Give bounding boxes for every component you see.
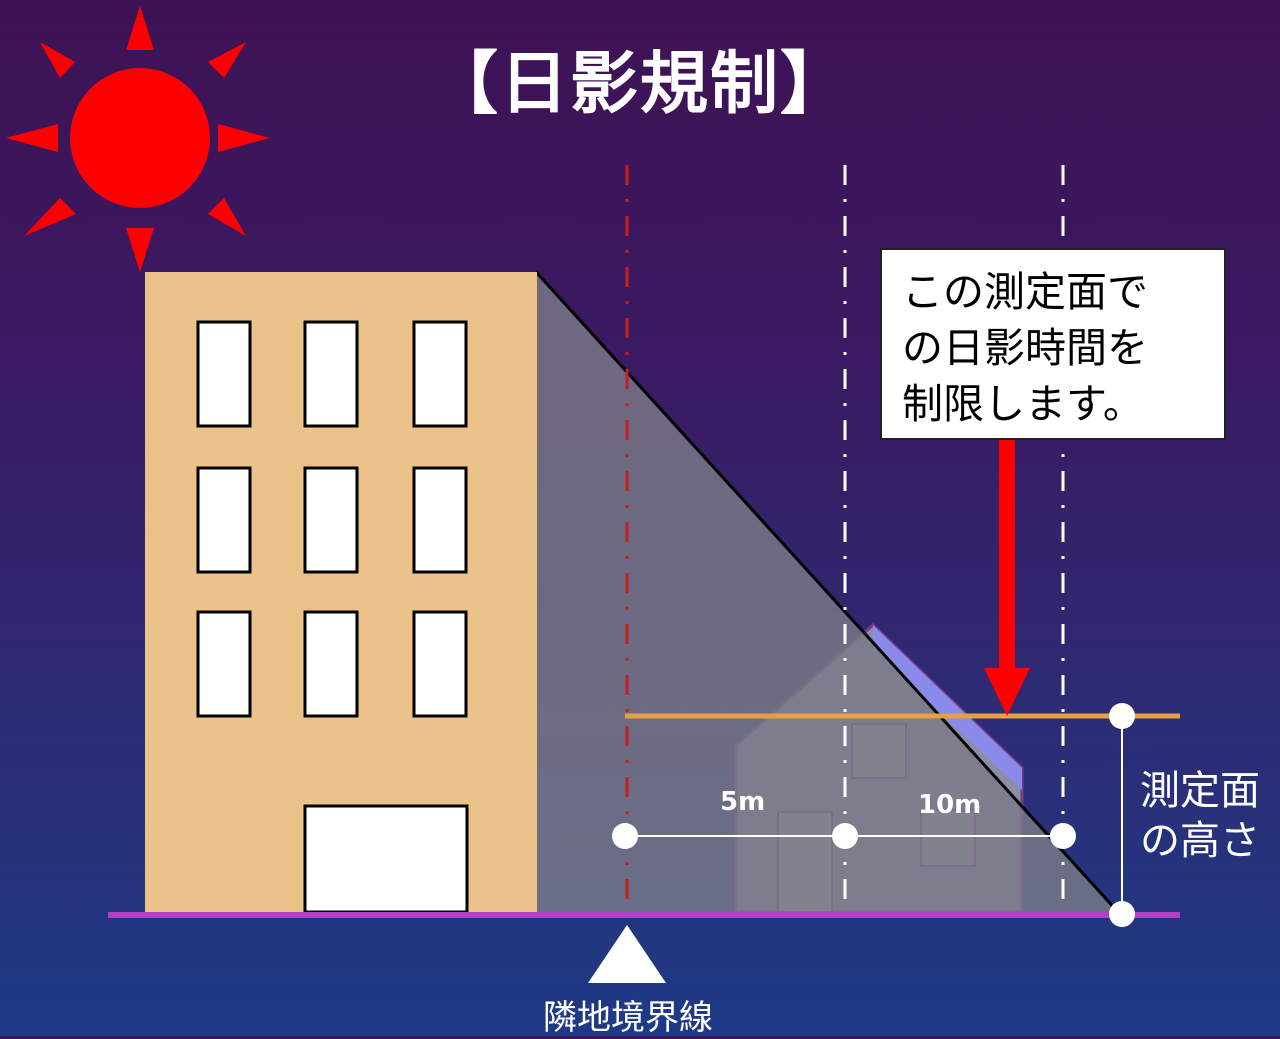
- shadow-edge: [534, 270, 1120, 914]
- dimension-label-5m: 5m: [720, 787, 766, 817]
- building-window: [196, 466, 252, 574]
- building-window: [196, 610, 252, 718]
- height-dot-bottom: [1109, 901, 1135, 927]
- building-window: [196, 320, 252, 428]
- building-window: [303, 320, 359, 428]
- sun-icon: [6, 6, 270, 272]
- height-dot-top: [1109, 703, 1135, 729]
- height-label-line: の高さ: [1140, 818, 1260, 864]
- arrow-down-icon: [984, 440, 1030, 716]
- building-window: [412, 466, 468, 574]
- boundary-label: 隣地境界線: [543, 998, 713, 1038]
- dimension-dot: [1050, 823, 1076, 849]
- measurement-height-label: 測定面 の高さ: [1140, 766, 1260, 866]
- dimension-label-10m: 10m: [918, 790, 982, 820]
- dimension-dot: [612, 823, 638, 849]
- callout-line: この測定面で: [902, 268, 1148, 316]
- page-title: 【日影規制】: [429, 45, 850, 124]
- callout-box: この測定面で の日影時間を 制限します。: [880, 248, 1226, 440]
- triangle-up-icon: [588, 925, 666, 983]
- building-window: [303, 466, 359, 574]
- callout-line: の日影時間を: [902, 324, 1148, 372]
- building-window: [412, 610, 468, 718]
- callout-line: 制限します。: [902, 380, 1144, 428]
- building-window: [303, 610, 359, 718]
- building-entrance: [303, 804, 469, 914]
- building-window: [412, 320, 468, 428]
- dimension-dot: [832, 823, 858, 849]
- height-label-line: 測定面: [1140, 768, 1260, 814]
- building: [145, 272, 537, 914]
